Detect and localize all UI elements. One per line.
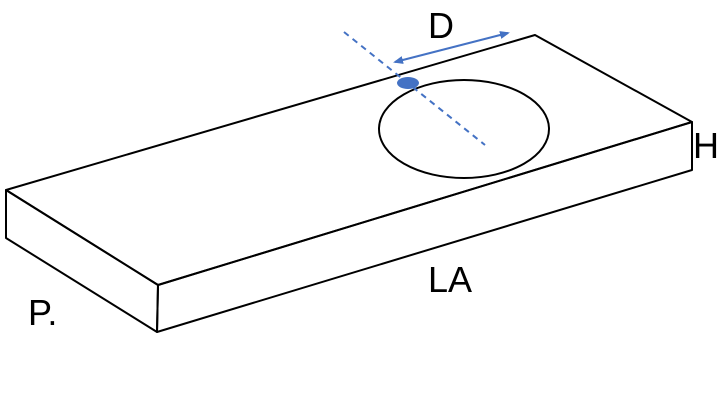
slab-top-face [5,34,693,286]
slab-left-face [5,189,159,333]
slab-front-face [156,121,693,333]
tap-hole-axis-line [343,31,486,146]
diameter-label: D [428,5,454,46]
tap-hole-marker [397,77,419,89]
height-label: H [693,125,719,166]
diameter-dimension-arrow [393,31,510,64]
depth-label: P. [28,292,57,333]
basin-cutout-ellipse [378,79,550,179]
length-label: LA [428,259,472,300]
